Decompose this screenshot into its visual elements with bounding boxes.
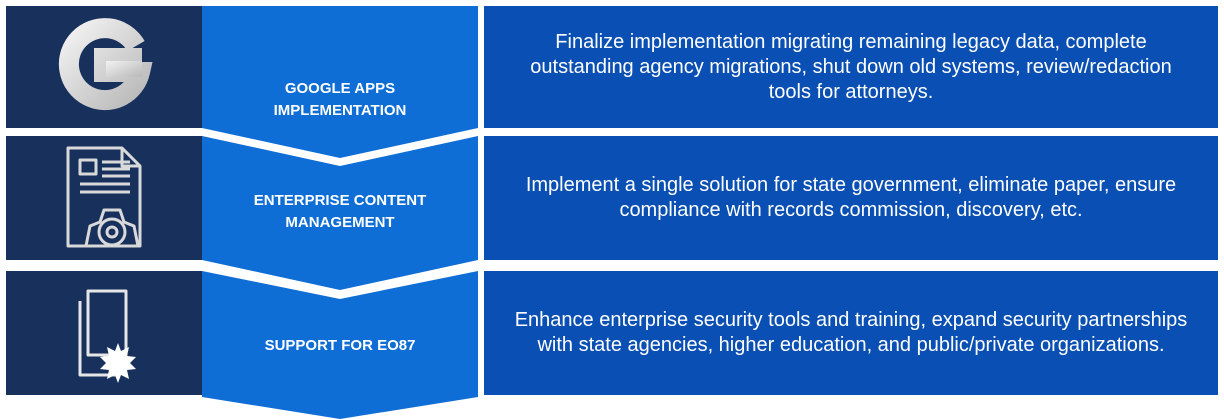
row-google-apps: Google Apps Implementation Finalize impl… xyxy=(6,6,1218,158)
chevron-google-apps: Google Apps Implementation xyxy=(202,6,478,158)
row-title: Support for EO87 xyxy=(264,337,416,354)
google-g-icon xyxy=(58,18,153,111)
icon-box xyxy=(6,6,202,128)
row-description: Implement a single solution for state go… xyxy=(484,136,1218,260)
icon-box xyxy=(6,271,202,395)
documents-seal-icon xyxy=(78,289,136,383)
row-title: Enterprise Content Management xyxy=(253,192,427,231)
chevron-support-eo87: Support for EO87 xyxy=(202,271,478,419)
row-title: Google Apps Implementation xyxy=(273,80,407,119)
row-description: Finalize implementation migrating remain… xyxy=(484,6,1218,128)
chevron-enterprise-content: Enterprise Content Management xyxy=(202,136,478,290)
row-support-eo87: Support for EO87 Enhance enterprise secu… xyxy=(6,271,1218,419)
document-gear-icon xyxy=(66,146,142,248)
icon-box xyxy=(6,136,202,260)
row-description: Enhance enterprise security tools and tr… xyxy=(484,271,1218,395)
row-enterprise-content: Enterprise Content Management Implement … xyxy=(6,136,1218,290)
